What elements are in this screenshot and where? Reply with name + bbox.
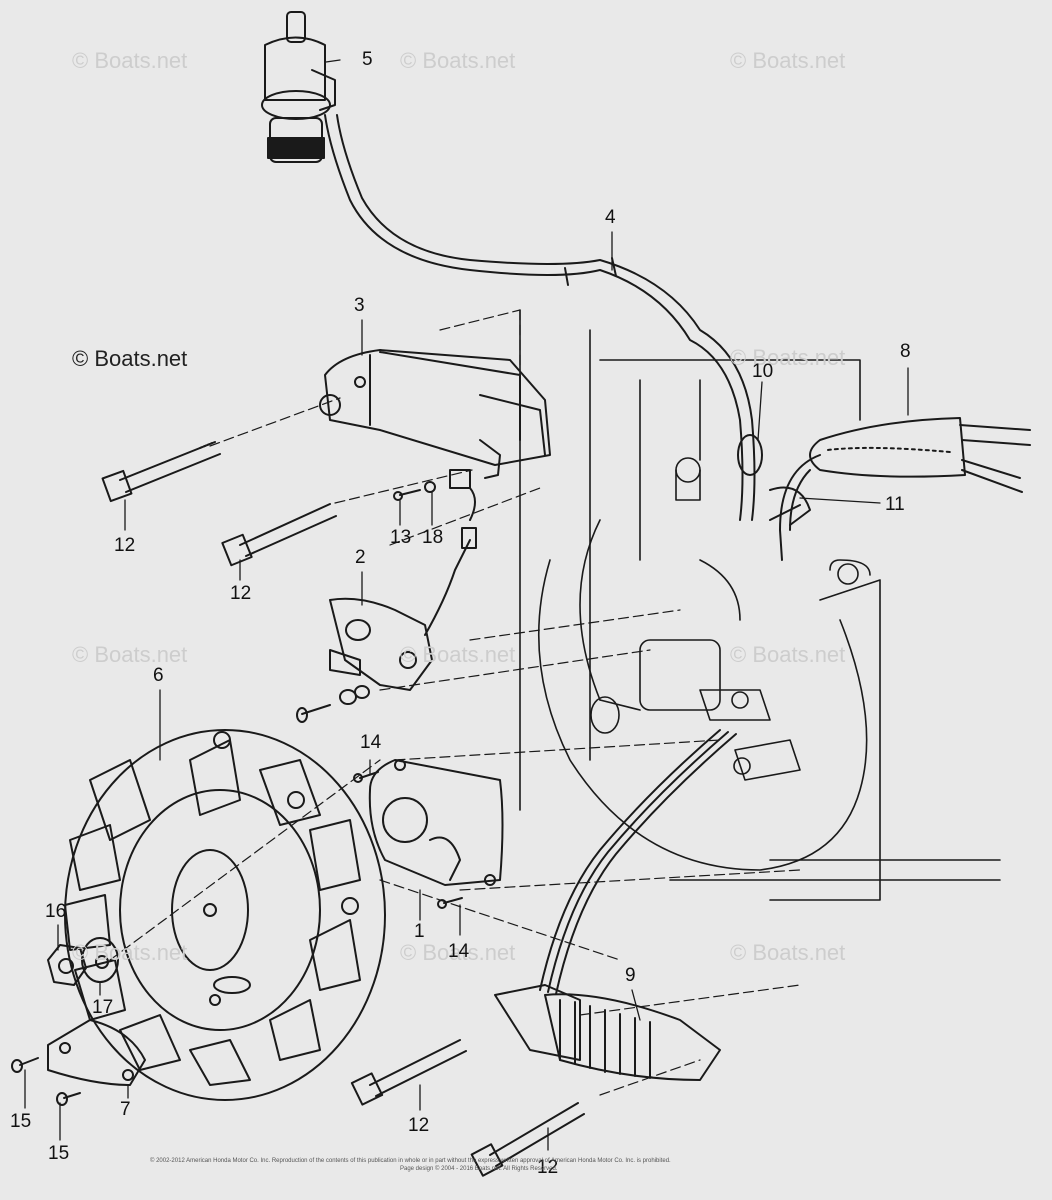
callout-12: 12 bbox=[537, 1157, 559, 1178]
callout-3: 3 bbox=[354, 295, 365, 316]
flywheel bbox=[64, 729, 386, 1101]
engine-block bbox=[519, 309, 1001, 901]
callout-6: 6 bbox=[153, 665, 164, 686]
callout-leaders bbox=[24, 59, 909, 1151]
callout-4: 4 bbox=[605, 207, 616, 228]
callout-16: 16 bbox=[45, 901, 67, 922]
main-watermark: © Boats.net bbox=[72, 346, 188, 371]
watermark: © Boats.net bbox=[72, 48, 188, 73]
page-design-notice: Page design © 2004 - 2016 Boats.net. All… bbox=[400, 1166, 558, 1172]
callout-12: 12 bbox=[114, 535, 136, 556]
callout-15: 15 bbox=[48, 1143, 70, 1164]
callout-9: 9 bbox=[625, 965, 636, 986]
watermark: © Boats.net bbox=[730, 940, 846, 965]
high-tension-lead bbox=[324, 114, 756, 521]
charge-coil bbox=[494, 729, 737, 1081]
ignition-coil-cap bbox=[261, 11, 336, 163]
callout-10: 10 bbox=[752, 361, 774, 382]
watermark: © Boats.net bbox=[730, 345, 846, 370]
callout-18: 18 bbox=[422, 527, 444, 548]
stator-base-plate bbox=[368, 759, 504, 886]
watermark: © Boats.net bbox=[730, 642, 846, 667]
watermark: © Boats.net bbox=[400, 940, 516, 965]
callout-2: 2 bbox=[355, 547, 366, 568]
watermark: © Boats.net bbox=[72, 940, 188, 965]
harness-connector bbox=[737, 417, 1031, 561]
pulser-assembly bbox=[329, 469, 477, 691]
callout-12: 12 bbox=[408, 1115, 430, 1136]
small-screws bbox=[11, 481, 463, 1106]
callout-14: 14 bbox=[360, 732, 382, 753]
bolts bbox=[101, 441, 585, 1177]
ignition-control-module bbox=[319, 349, 551, 479]
callout-7: 7 bbox=[120, 1099, 131, 1120]
copyright-notice: © 2002-2012 American Honda Motor Co. Inc… bbox=[150, 1158, 671, 1164]
callout-12: 12 bbox=[230, 583, 252, 604]
callout-11: 11 bbox=[885, 494, 905, 515]
callout-1: 1 bbox=[414, 921, 425, 942]
callout-8: 8 bbox=[900, 341, 911, 362]
watermark: © Boats.net bbox=[730, 48, 846, 73]
assembly-guide-lines bbox=[109, 309, 801, 1096]
callout-14: 14 bbox=[448, 941, 470, 962]
watermark: © Boats.net bbox=[400, 642, 516, 667]
shield-plate bbox=[47, 1019, 146, 1086]
watermark: © Boats.net bbox=[72, 642, 188, 667]
watermark: © Boats.net bbox=[400, 48, 516, 73]
callout-17: 17 bbox=[92, 997, 114, 1018]
callout-5: 5 bbox=[362, 49, 373, 70]
callout-13: 13 bbox=[390, 527, 412, 548]
callout-15: 15 bbox=[10, 1111, 32, 1132]
